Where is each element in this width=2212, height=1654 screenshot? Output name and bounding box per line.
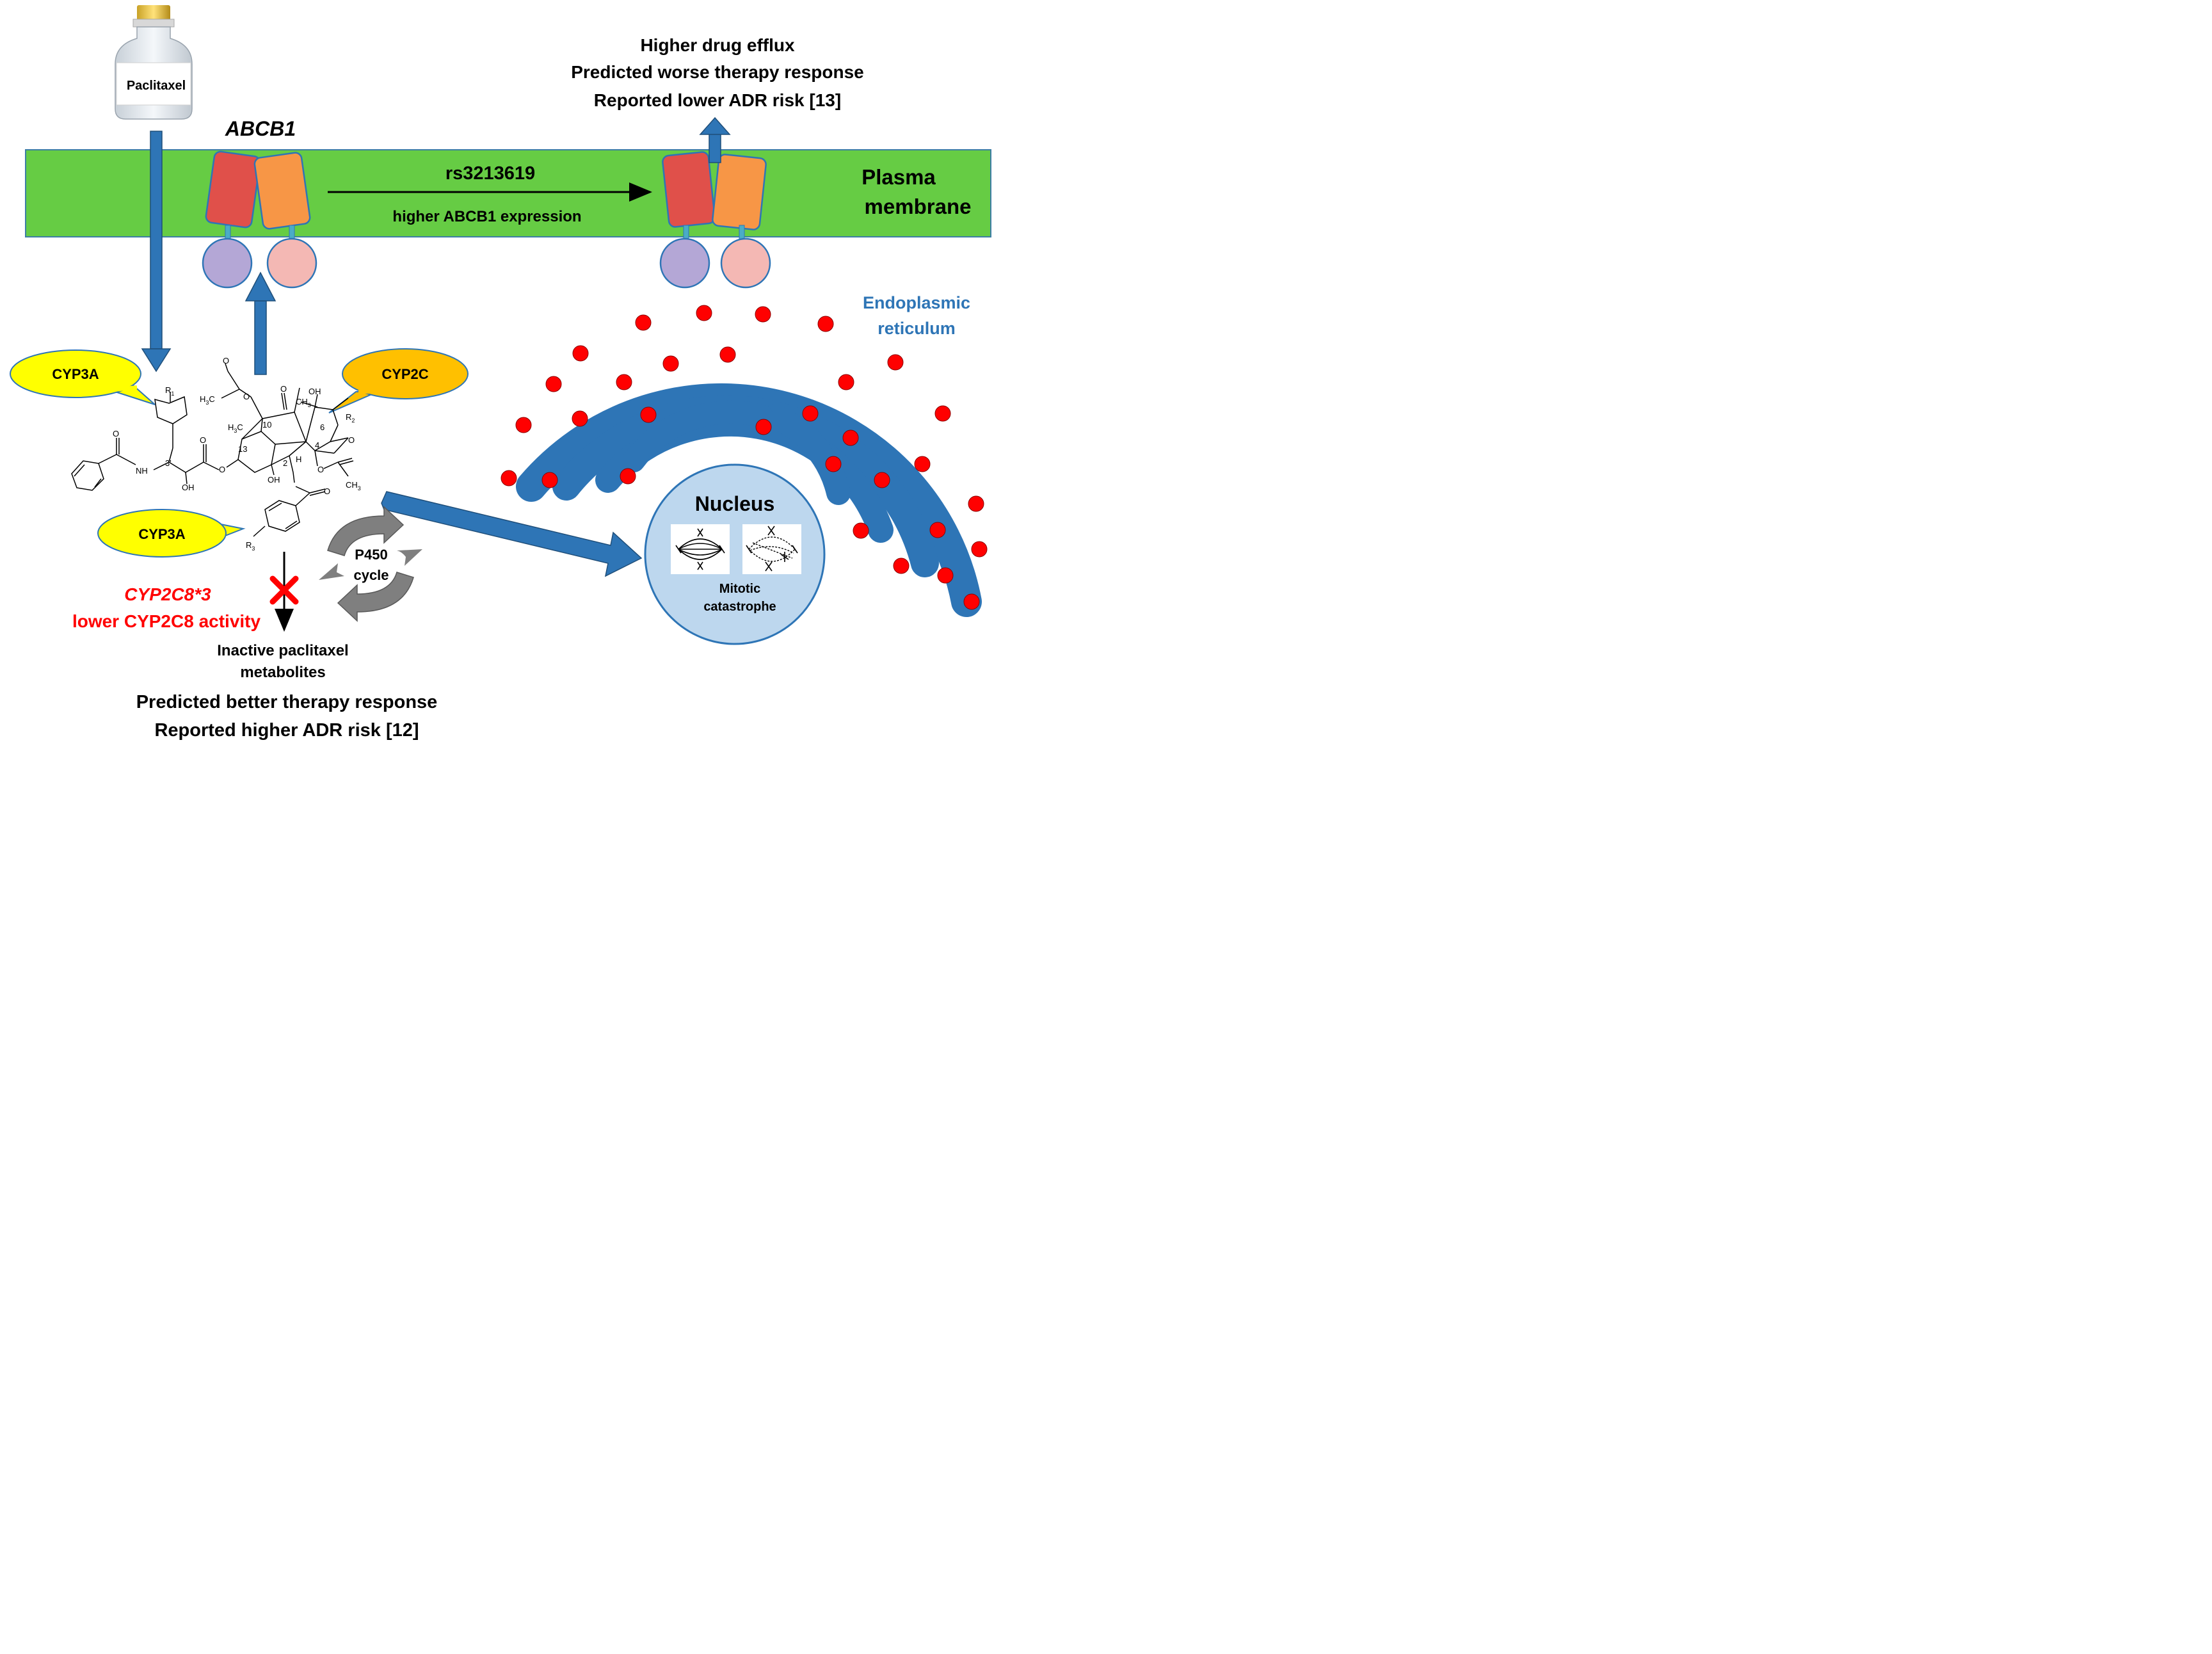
cyp3a-top-bubble: CYP3A xyxy=(10,349,156,405)
svg-text:OH: OH xyxy=(309,387,321,396)
variant-name: CYP2C8*3 xyxy=(124,584,211,604)
snp-label: rs3213619 xyxy=(445,163,535,184)
ribosomes xyxy=(501,305,988,610)
svg-text:R2: R2 xyxy=(346,412,355,424)
svg-text:6: 6 xyxy=(320,422,325,432)
variant-outcome-line2: Reported higher ADR risk [12] xyxy=(154,720,419,741)
figure-canvas: Plasma membrane Paclitaxel ABCB1 rs32136… xyxy=(10,5,991,741)
er-label-line2: reticulum xyxy=(878,319,956,338)
svg-text:10: 10 xyxy=(262,420,271,430)
svg-text:3': 3' xyxy=(165,458,172,468)
abcb1-gene-label: ABCB1 xyxy=(225,117,296,140)
p450-cycle-line1: P450 xyxy=(355,547,387,563)
mitotic-spindle-abnormal-icon xyxy=(742,524,801,574)
membrane-label-line2: membrane xyxy=(865,195,972,218)
cyp2c-bubble: CYP2C xyxy=(328,348,469,413)
svg-text:4: 4 xyxy=(315,440,319,450)
uptake-arrow xyxy=(141,131,172,373)
svg-text:CH3: CH3 xyxy=(346,480,361,492)
svg-text:OH: OH xyxy=(268,475,280,485)
block-x-icon xyxy=(269,575,299,605)
membrane-label-line1: Plasma xyxy=(862,165,936,189)
nucleus-title: Nucleus xyxy=(695,492,774,515)
metabolites-line2: metabolites xyxy=(240,664,325,681)
vial-label: Paclitaxel xyxy=(127,79,186,93)
svg-text:H3C: H3C xyxy=(228,422,243,434)
svg-text:O: O xyxy=(280,384,287,394)
cyp2c-label: CYP2C xyxy=(381,366,428,382)
variant-outcome-line1: Predicted better therapy response xyxy=(136,692,438,712)
efflux-up-arrow xyxy=(244,271,276,375)
efflux-outcome-line2: Predicted worse therapy response xyxy=(571,62,864,82)
svg-text:O: O xyxy=(200,435,206,445)
mitotic-spindle-normal-icon xyxy=(671,524,730,574)
svg-text:O: O xyxy=(219,465,225,474)
svg-text:NH: NH xyxy=(136,466,148,476)
abcb1-transporter-baseline xyxy=(202,150,317,289)
metabolites-line1: Inactive paclitaxel xyxy=(217,642,348,659)
er-label-line1: Endoplasmic xyxy=(863,293,970,312)
svg-text:O: O xyxy=(113,429,119,438)
nucleus-caption-line1: Mitotic xyxy=(719,582,760,596)
molecule-to-nucleus-arrow xyxy=(381,491,643,577)
paclitaxel-structure xyxy=(71,363,354,537)
svg-text:O: O xyxy=(317,465,324,474)
svg-text:O: O xyxy=(324,486,330,496)
svg-text:O: O xyxy=(243,392,250,401)
plasma-membrane xyxy=(25,149,991,237)
svg-text:13: 13 xyxy=(238,444,247,454)
svg-text:H: H xyxy=(296,454,301,464)
endoplasmic-reticulum xyxy=(516,383,982,617)
snp-effect-label: higher ABCB1 expression xyxy=(392,208,581,225)
nucleus: Nucleus Mito xyxy=(644,463,826,645)
svg-text:O: O xyxy=(348,435,355,445)
paclitaxel-vial: Paclitaxel xyxy=(115,5,193,120)
cyp3a-top-label: CYP3A xyxy=(52,366,99,382)
nucleus-caption-line2: catastrophe xyxy=(703,600,776,614)
variant-effect: lower CYP2C8 activity xyxy=(72,611,261,631)
efflux-outcome-line3: Reported lower ADR risk [13] xyxy=(594,90,841,110)
svg-text:O: O xyxy=(223,356,229,365)
cyp3a-bottom-bubble: CYP3A xyxy=(97,509,246,558)
p450-cycle-line2: cycle xyxy=(353,567,389,583)
svg-text:2: 2 xyxy=(283,458,287,468)
svg-text:OH: OH xyxy=(182,483,195,492)
p450-cycle: P450 cycle xyxy=(319,506,422,622)
svg-text:R3: R3 xyxy=(246,540,255,552)
efflux-outcome-line1: Higher drug efflux xyxy=(640,35,795,55)
cyp3a-bottom-label: CYP3A xyxy=(138,526,185,542)
svg-text:CH3: CH3 xyxy=(296,397,311,408)
svg-text:R1: R1 xyxy=(165,385,174,397)
svg-text:H3C: H3C xyxy=(200,394,215,406)
abcb1-transporter-upregulated xyxy=(659,116,771,289)
paclitaxel-atom-labels: R1 R2 R3 H3C H3C CH3 CH3 OH OH OH NH O O… xyxy=(113,356,361,552)
